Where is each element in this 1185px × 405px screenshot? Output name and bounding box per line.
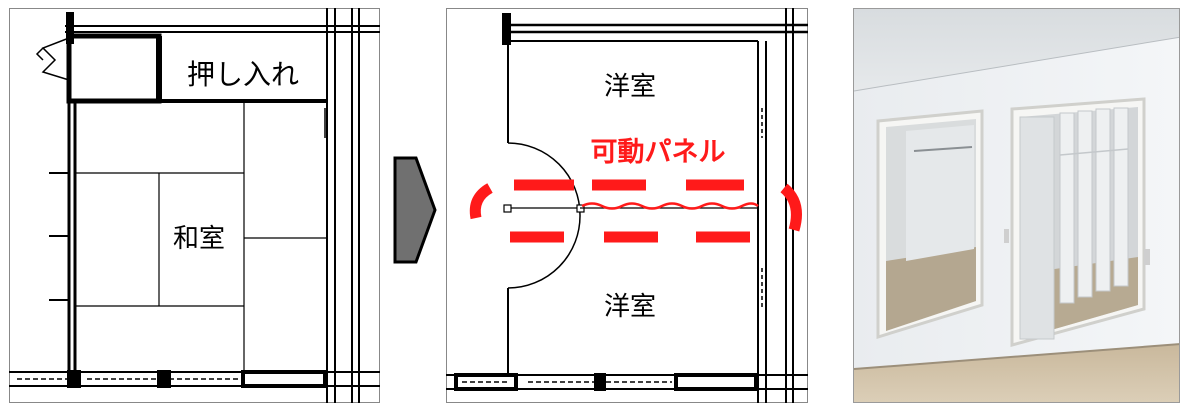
closet-box bbox=[66, 33, 327, 104]
right-wall bbox=[326, 8, 360, 403]
top-wall-post bbox=[502, 13, 511, 45]
panel-track bbox=[503, 202, 759, 213]
right-doorway bbox=[1010, 97, 1146, 347]
left-doorway bbox=[876, 109, 984, 340]
closet-label: 押し入れ bbox=[187, 58, 299, 91]
top-wall bbox=[508, 23, 808, 42]
door-swing bbox=[507, 142, 581, 289]
room-photo-illustration bbox=[854, 9, 1179, 402]
movable-panel-highlight bbox=[469, 179, 802, 243]
top-wall-post bbox=[66, 12, 74, 44]
room-photo bbox=[853, 8, 1180, 403]
movable-panel-label: 可動パネル bbox=[591, 137, 726, 168]
folding-door bbox=[35, 37, 70, 81]
tatami-lines bbox=[75, 101, 327, 383]
left-wall bbox=[49, 101, 77, 383]
before-floor-plan: 押し入れ 和室 bbox=[9, 8, 380, 403]
bottom-western-room-label: 洋室 bbox=[604, 292, 656, 322]
after-floor-plan: 洋室 可動パネル 洋室 bbox=[446, 8, 808, 403]
top-western-room-label: 洋室 bbox=[604, 72, 656, 102]
japanese-room-label: 和室 bbox=[173, 224, 225, 254]
arrow-icon bbox=[393, 156, 437, 264]
